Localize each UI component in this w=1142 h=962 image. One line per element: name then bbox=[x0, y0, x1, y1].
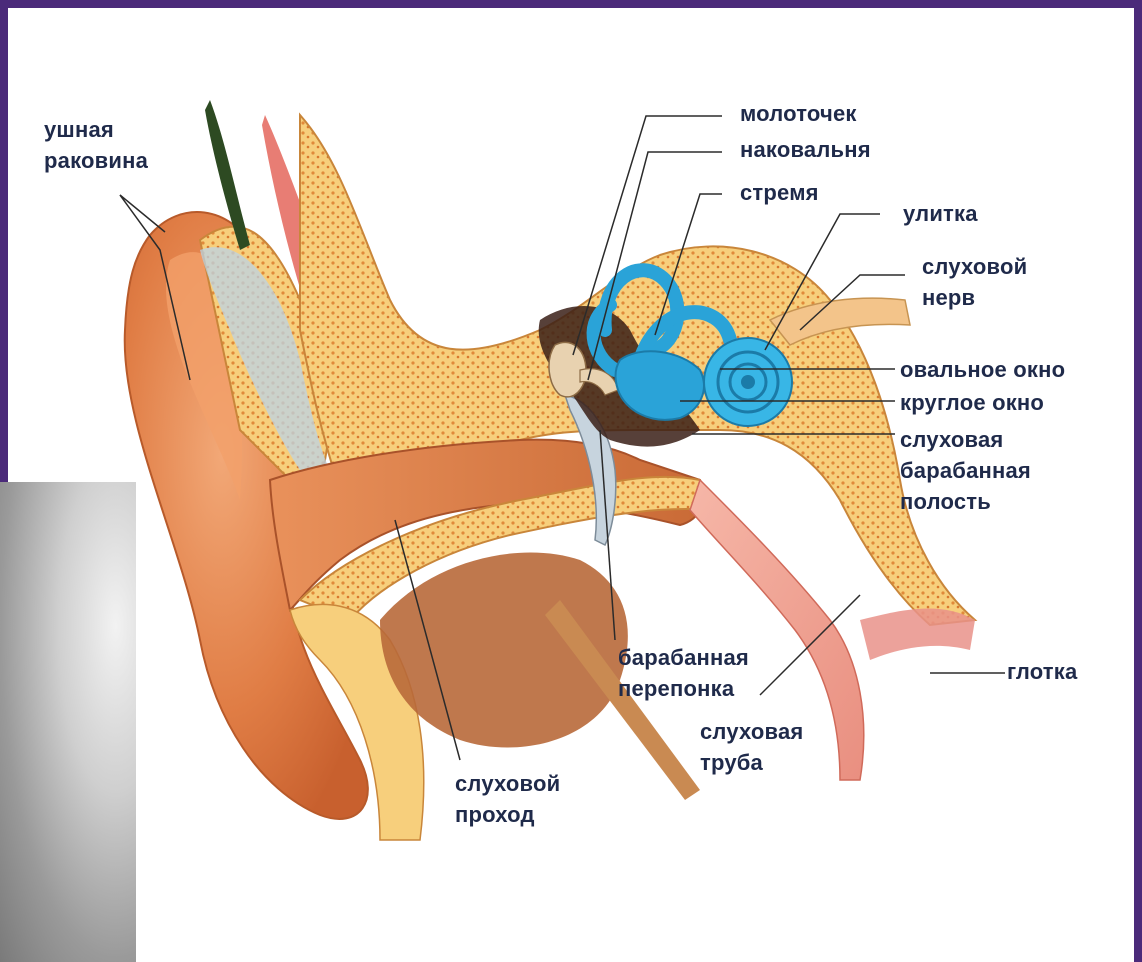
label-pharynx: глотка bbox=[1007, 656, 1077, 687]
label-cochlea: улитка bbox=[903, 198, 978, 229]
pharynx-shape bbox=[860, 608, 975, 660]
label-tympanic-cavity: слуховая барабанная полость bbox=[900, 424, 1031, 517]
label-auditory-nerve: слуховой нерв bbox=[922, 251, 1027, 313]
label-malleus: молоточек bbox=[740, 98, 857, 129]
label-eustachian-tube: слуховая труба bbox=[700, 716, 803, 778]
label-eardrum: барабанная перепонка bbox=[618, 642, 749, 704]
label-auricle: ушная раковина bbox=[44, 114, 148, 176]
label-ear-canal: слуховой проход bbox=[455, 768, 560, 830]
label-oval-window: овальное окно bbox=[900, 354, 1065, 385]
label-stapes: стремя bbox=[740, 177, 819, 208]
label-incus: наковальня bbox=[740, 134, 871, 165]
label-round-window: круглое окно bbox=[900, 387, 1044, 418]
